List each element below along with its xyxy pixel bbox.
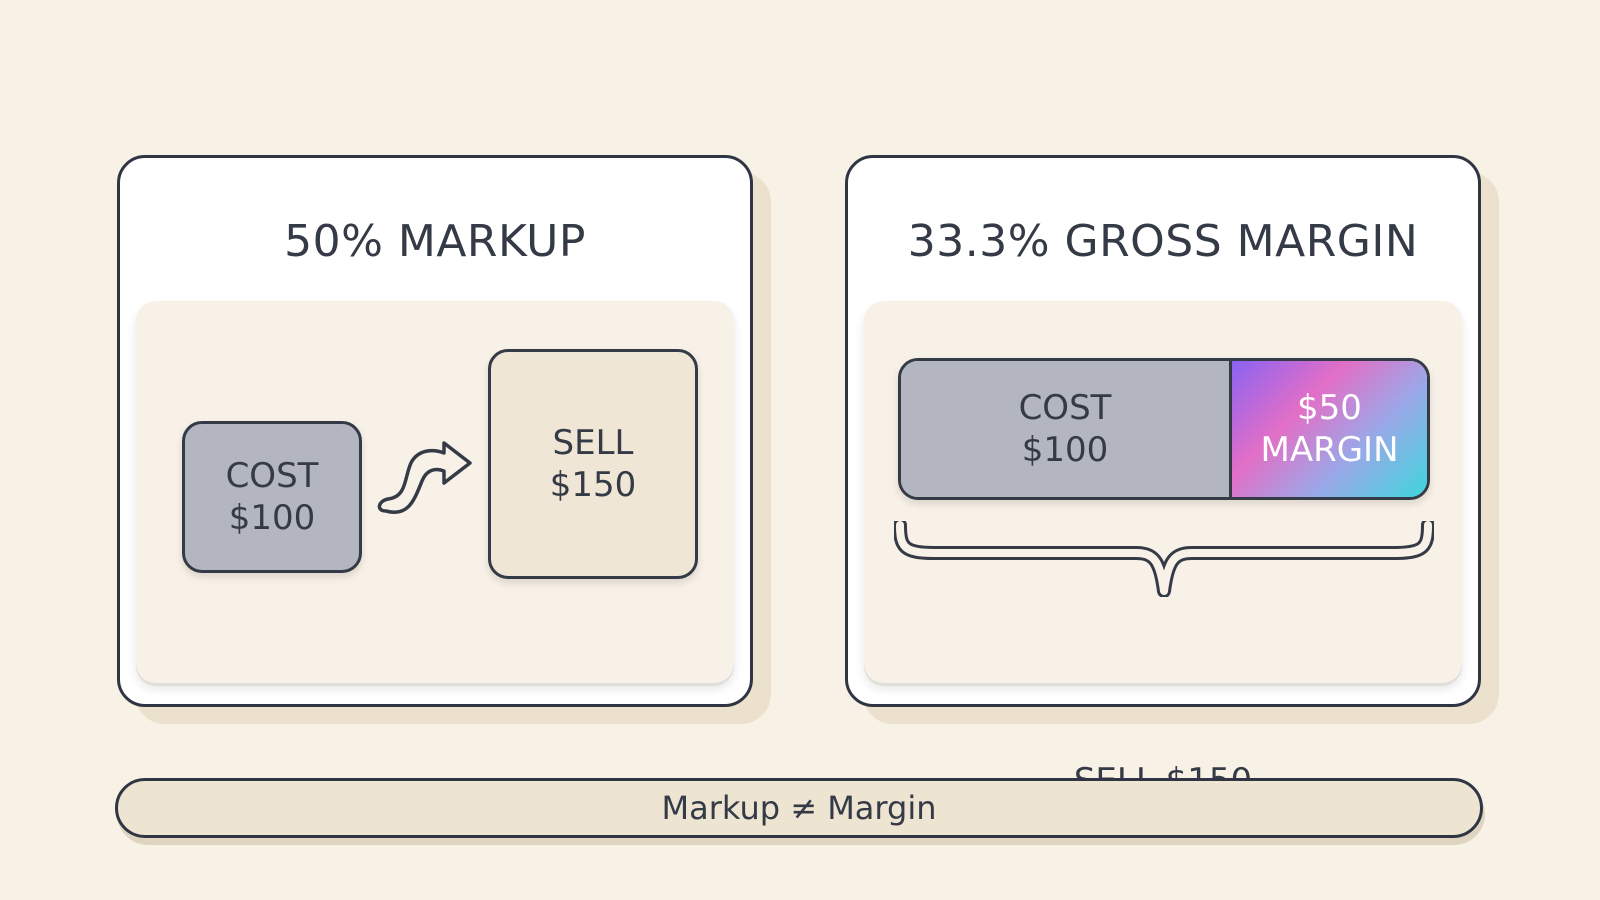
cost-box-value: $100 (228, 498, 316, 538)
margin-panel: COST $100 $50 MARGIN SELL $150 (864, 301, 1462, 801)
sell-box-label: SELL (552, 422, 634, 463)
footer-text: Markup ≠ Margin (661, 789, 937, 827)
markup-title: 50% MARKUP (284, 216, 586, 267)
sell-box: SELL $150 (488, 349, 698, 579)
sell-box-value: $150 (549, 465, 637, 505)
curved-arrow-right-icon (377, 441, 472, 514)
cost-box-label: COST (225, 455, 319, 496)
bar-margin-value: $50 (1297, 387, 1362, 428)
bar-cost-value: $100 (1021, 430, 1109, 470)
cost-box: COST $100 (182, 421, 362, 573)
margin-card: 33.3% GROSS MARGIN COST $100 $50 MARGIN … (845, 155, 1481, 801)
bar-margin-label: MARGIN (1260, 430, 1399, 470)
footer-banner: Markup ≠ Margin (115, 778, 1483, 838)
margin-title: 33.3% GROSS MARGIN (907, 216, 1419, 267)
bar-margin-segment: $50 MARGIN (1232, 361, 1427, 497)
bar-cost-segment: COST $100 (901, 361, 1232, 497)
markup-panel: COST $100 SELL $150 (136, 301, 734, 683)
curly-brace-icon (894, 521, 1434, 597)
markup-card: 50% MARKUP COST $100 SELL $150 (117, 155, 753, 707)
bar-cost-label: COST (1018, 387, 1112, 428)
sell-price-bar: COST $100 $50 MARGIN (898, 358, 1430, 500)
